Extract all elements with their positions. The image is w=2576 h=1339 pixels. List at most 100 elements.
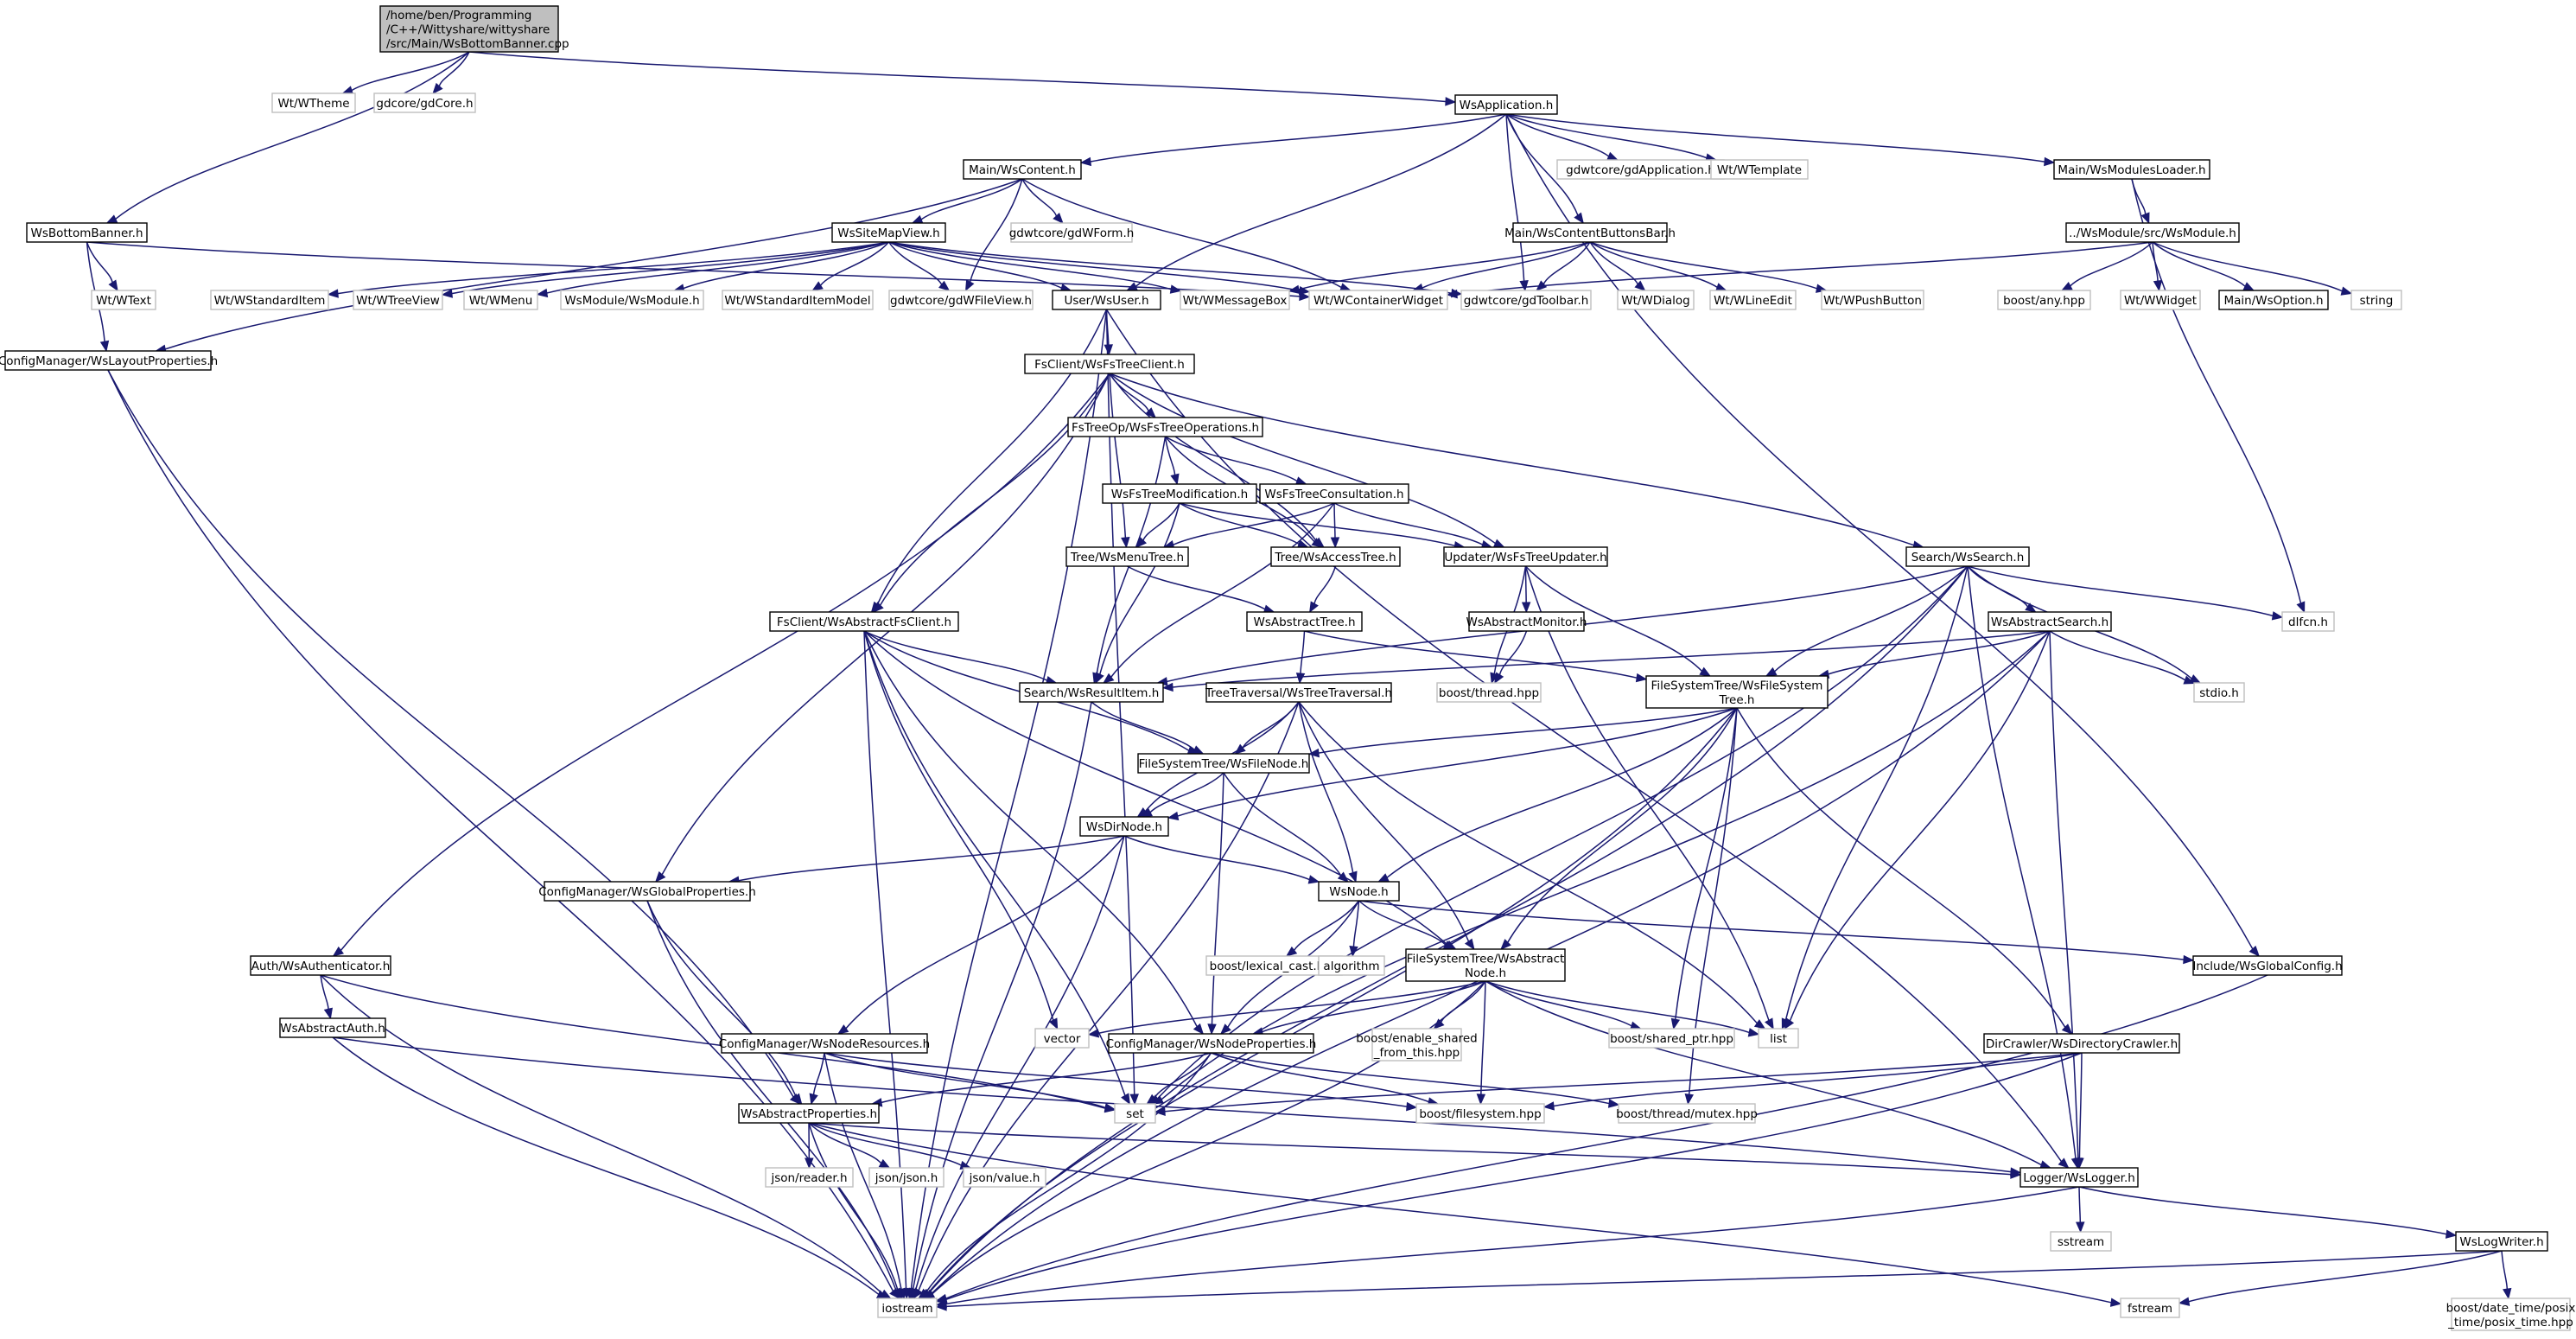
node-box xyxy=(1318,955,1385,976)
edge-wsnoderesources-to-set xyxy=(824,1052,1116,1113)
node-wsmenutree[interactable]: Tree/WsMenuTree.h xyxy=(1065,546,1189,567)
node-wsabstractfsclient[interactable]: FsClient/WsAbstractFsClient.h xyxy=(769,611,959,632)
node-wsbottombanner[interactable]: WsBottomBanner.h xyxy=(26,222,148,243)
node-wsmodulesloader[interactable]: Main/WsModulesLoader.h xyxy=(2053,159,2210,180)
node-label: Main/WsContent.h xyxy=(969,163,1076,177)
node-label: boost/thread.hpp xyxy=(1439,686,1539,700)
node-box xyxy=(373,92,476,113)
node-layer: /home/ben/Programming/C++/Wittyshare/wit… xyxy=(0,5,2575,1331)
node-wslogwriter[interactable]: WsLogWriter.h xyxy=(2455,1231,2548,1252)
node-wt-wmenu: Wt/WMenu xyxy=(463,290,538,310)
node-label: json/json.h xyxy=(875,1171,938,1185)
node-wscontentbuttonsbar[interactable]: Main/WsContentButtonsBar.h xyxy=(1504,222,1676,243)
edge-wsfilesystemtree-to-iostream xyxy=(919,707,1738,1299)
node-label: vector xyxy=(1044,1032,1081,1046)
node-box xyxy=(250,955,391,976)
node-box xyxy=(1405,948,1566,982)
node-label: WsLogWriter.h xyxy=(2459,1235,2543,1249)
edge-wscontentbuttonsbar-to-wt-wcontainer xyxy=(1411,241,1591,293)
node-boost-esft: boost/enable_shared_from_this.hpp xyxy=(1356,1028,1478,1062)
node-wsabstractsearch[interactable]: WsAbstractSearch.h xyxy=(1988,611,2112,632)
node-label: string xyxy=(2360,294,2394,308)
node-box xyxy=(1114,1103,1156,1124)
node-box xyxy=(560,290,704,310)
node-json-json: json/json.h xyxy=(868,1167,945,1188)
node-wssitemapview[interactable]: WsSiteMapView.h xyxy=(831,222,946,243)
edge-wsmenutree-to-wsabstracttree xyxy=(1127,565,1275,614)
node-label: Wt/WTemplate xyxy=(1717,163,1802,177)
node-label: gdwtcore/gdWFileView.h xyxy=(890,294,1032,308)
node-box xyxy=(1034,1028,1090,1049)
edge-wsaccesstree-to-wsabstracttree xyxy=(1309,565,1337,614)
node-label: Updater/WsFsTreeUpdater.h xyxy=(1444,551,1606,564)
node-wsnode[interactable]: WsNode.h xyxy=(1318,881,1400,902)
node-wsauthenticator[interactable]: Auth/WsAuthenticator.h xyxy=(250,955,391,976)
edge-userwsuser-to-wslogger xyxy=(1105,309,2070,1169)
edge-wssitemapview-to-wt-wmenu xyxy=(536,241,889,298)
node-box xyxy=(1270,546,1401,567)
edge-wsnode-to-wsabstractnode xyxy=(1358,900,1455,950)
node-wsdirectorycrawler[interactable]: DirCrawler/WsDirectoryCrawler.h xyxy=(1983,1033,2180,1054)
edge-wsnode-to-boost-lexcast xyxy=(1285,900,1360,957)
node-maincontent[interactable]: Main/WsContent.h xyxy=(963,159,1082,180)
node-wsfstreeupdater[interactable]: Updater/WsFsTreeUpdater.h xyxy=(1443,546,1608,567)
edge-wsfstreeclient-to-wsglobalprops xyxy=(654,373,1110,883)
edge-wsdirectorycrawler-to-wslogger xyxy=(2075,1052,2084,1170)
node-wsglobalconfig[interactable]: Include/WsGlobalConfig.h xyxy=(2192,955,2343,976)
edge-wsfstreeclient-to-wsabstractfsclient xyxy=(872,373,1110,613)
node-wsapplication[interactable]: WsApplication.h xyxy=(1454,94,1558,115)
node-wsabstractprops[interactable]: WsAbstractProperties.h xyxy=(738,1103,880,1124)
edge-wsmodule-src-to-string xyxy=(2152,241,2353,296)
node-wsfstreecons[interactable]: WsFsTreeConsultation.h xyxy=(1259,483,1409,504)
edge-wsfilesystemtree-to-wsnode xyxy=(1377,707,1738,883)
node-wsabstractmonitor[interactable]: WsAbstractMonitor.h xyxy=(1466,611,1587,632)
node-algorithm: algorithm xyxy=(1318,955,1385,976)
node-wsdirnode[interactable]: WsDirNode.h xyxy=(1079,816,1169,837)
node-wsoption[interactable]: Main/WsOption.h xyxy=(2218,290,2329,310)
node-label: WsDirNode.h xyxy=(1086,820,1162,834)
node-wsfstreeops[interactable]: FsTreeOp/WsFsTreeOperations.h xyxy=(1067,417,1263,437)
edge-wsapplication-to-maincontent xyxy=(1079,113,1507,167)
node-wstreetraversal[interactable]: TreeTraversal/WsTreeTraversal.h xyxy=(1205,682,1392,703)
node-wsfstreemod[interactable]: WsFsTreeModification.h xyxy=(1102,483,1257,504)
node-wt-wdialog: Wt/WDialog xyxy=(1617,290,1695,310)
node-box xyxy=(2053,159,2210,180)
node-boost-filesystem: boost/filesystem.hpp xyxy=(1415,1103,1545,1124)
node-wsnoderesources[interactable]: ConfigManager/WsNodeResources.h xyxy=(719,1033,930,1054)
node-wsresultitem[interactable]: Search/WsResultItem.h xyxy=(1019,682,1164,703)
edge-wsfstreeupdater-to-wsabstractmonitor xyxy=(1521,565,1531,614)
node-wsfstreeclient[interactable]: FsClient/WsFsTreeClient.h xyxy=(1024,354,1195,374)
edge-wsnoderesources-to-boost-filesystem xyxy=(824,1052,1418,1112)
node-wssearch[interactable]: Search/WsSearch.h xyxy=(1905,546,2030,567)
node-wsabstractauth[interactable]: WsAbstractAuth.h xyxy=(279,1017,386,1038)
node-wt-wstditemmodel: Wt/WStandardItemModel xyxy=(722,290,874,310)
node-label: gdwtcore/gdApplication.h xyxy=(1566,163,1715,177)
node-box xyxy=(379,5,559,53)
node-wslayoutprops[interactable]: ConfigManager/WsLayoutProperties.h xyxy=(0,350,218,371)
edge-wsabstractprops-to-iostream xyxy=(808,1122,903,1300)
edge-root-to-wsapplication xyxy=(468,51,1457,106)
edge-wsresultitem-to-wsfilenode xyxy=(1091,701,1205,755)
node-wsfilenode[interactable]: FileSystemTree/WsFileNode.h xyxy=(1137,753,1310,774)
edge-wsfstreecons-to-wsresultitem xyxy=(1103,502,1335,684)
node-wsglobalprops[interactable]: ConfigManager/WsGlobalProperties.h xyxy=(538,881,756,902)
node-wsaccesstree[interactable]: Tree/WsAccessTree.h xyxy=(1270,546,1401,567)
node-box xyxy=(769,611,959,632)
node-wslogger[interactable]: Logger/WsLogger.h xyxy=(2019,1167,2139,1188)
node-wsabstracttree[interactable]: WsAbstractTree.h xyxy=(1246,611,1363,632)
node-box xyxy=(1415,1103,1545,1124)
node-gdtoolbar: gdwtcore/gdToolbar.h xyxy=(1460,290,1592,310)
node-boost-lexcast: boost/lexical_cast.hpp xyxy=(1205,955,1343,976)
node-wsmodule-src[interactable]: ../WsModule/src/WsModule.h xyxy=(2065,222,2240,243)
edge-wslayoutprops-to-wsabstractprops xyxy=(107,369,801,1105)
node-label: WsAbstractProperties.h xyxy=(741,1107,877,1121)
node-userwsuser[interactable]: User/WsUser.h xyxy=(1052,290,1161,310)
node-wsnodeprops[interactable]: ConfigManager/WsNodeProperties.h xyxy=(1106,1033,1317,1054)
node-box xyxy=(1710,159,1809,180)
node-box xyxy=(463,290,538,310)
node-box xyxy=(2218,290,2329,310)
node-root: /home/ben/Programming/C++/Wittyshare/wit… xyxy=(379,5,569,53)
node-label: Logger/WsLogger.h xyxy=(2023,1171,2135,1185)
